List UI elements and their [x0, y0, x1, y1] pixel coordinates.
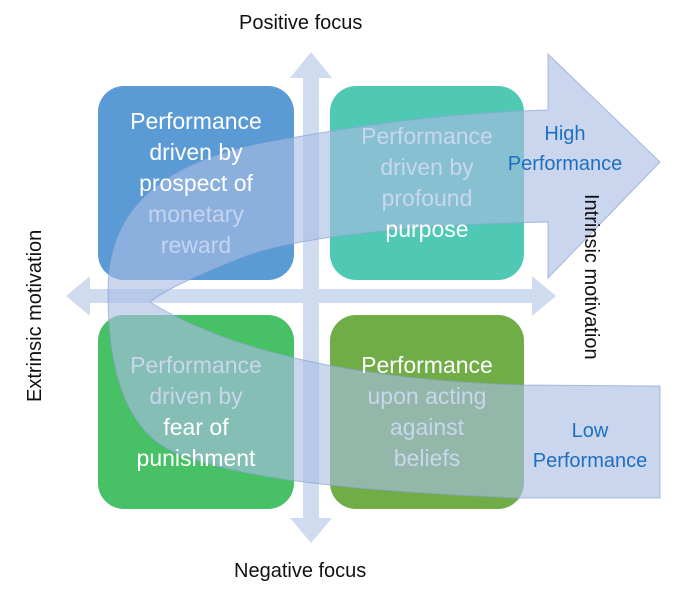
- negative-focus-label: Negative focus: [234, 560, 367, 582]
- positive-focus-label: Positive focus: [239, 12, 363, 34]
- horizontal-axis-arrow: [66, 276, 556, 316]
- curved-arrow-shape: [107, 52, 661, 499]
- low-performance-line-1: Low: [571, 420, 609, 442]
- quadrant-line: Performance: [130, 107, 262, 134]
- quadrant-line: Performance: [361, 123, 493, 149]
- high-performance-line-2: Performance: [507, 153, 623, 175]
- low-performance-label: Low Performance: [520, 416, 660, 476]
- quadrant-bottom-left-text: Performance driven by fear of punishment: [98, 315, 294, 509]
- low-performance-line-2: Performance: [532, 450, 648, 472]
- quadrant-top-right-text: Performance driven by profound purpose: [330, 86, 524, 280]
- extrinsic-motivation-label: Extrinsic motivation: [24, 229, 46, 402]
- quadrant-line: Performance: [361, 352, 493, 378]
- high-performance-line-1: High: [544, 123, 586, 145]
- quadrant-line: monetary: [148, 200, 244, 227]
- quadrant-bottom-right-text: Performance upon acting against beliefs: [330, 315, 524, 509]
- quadrant-line: against: [389, 414, 465, 440]
- quadrant-line: Performance: [130, 352, 262, 378]
- quadrant-line: fear of: [163, 414, 229, 440]
- quadrant-line: driven by: [149, 383, 243, 409]
- quadrant-line: reward: [160, 231, 232, 258]
- quadrant-line: upon acting: [367, 383, 487, 409]
- quadrant-line: profound: [381, 185, 473, 211]
- intrinsic-motivation-label: Intrinsic motivation: [580, 194, 602, 360]
- quadrant-line: beliefs: [393, 445, 461, 471]
- high-performance-label: High Performance: [490, 119, 640, 179]
- quadrant-line: prospect of: [139, 169, 253, 196]
- quadrant-line: purpose: [385, 216, 469, 242]
- quadrant-line: driven by: [380, 154, 474, 180]
- quadrant-line: punishment: [136, 445, 256, 471]
- quadrant-top-left-text: Performance driven by prospect of moneta…: [98, 86, 294, 280]
- quadrant-line: driven by: [149, 138, 243, 165]
